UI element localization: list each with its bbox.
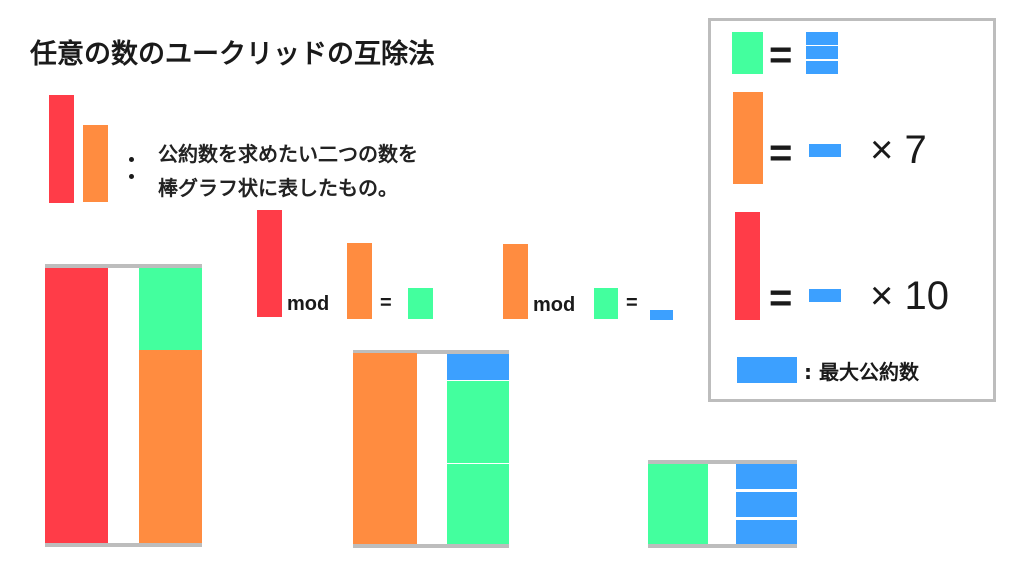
legend-row2-equals: = xyxy=(769,131,793,175)
frame-bottom-line xyxy=(45,543,202,547)
step2-orange-bar xyxy=(503,244,528,319)
legend-gcd-label: : 最大公約数 xyxy=(804,360,919,384)
step1-orange-bar xyxy=(347,243,372,319)
red-column xyxy=(45,268,108,544)
step2-equals: = xyxy=(626,292,638,314)
diagram-3 xyxy=(648,460,797,548)
legend-blue-unit-2 xyxy=(806,46,838,59)
legend-row3-equals: = xyxy=(769,276,793,320)
blue-remainder-block xyxy=(447,354,509,380)
diagram-1 xyxy=(45,264,202,547)
step2-green-bar xyxy=(594,288,618,319)
orange-column xyxy=(353,353,417,545)
step1-green-bar xyxy=(408,288,433,319)
green-block-1 xyxy=(447,381,509,463)
legend-gcd-swatch xyxy=(737,357,797,383)
frame-top-line xyxy=(353,350,509,354)
legend-row3-multiplier: × 10 xyxy=(870,274,949,318)
page-title: 任意の数のユークリッドの互除法 xyxy=(30,39,435,70)
step1-red-bar xyxy=(257,210,282,317)
legend-red-bar xyxy=(735,212,760,320)
bullet-dot xyxy=(129,157,134,162)
description-line-2: 棒グラフ状に表したもの。 xyxy=(158,176,398,200)
bullet-dot xyxy=(129,174,134,179)
legend-blue-unit-1 xyxy=(806,32,838,45)
step2-blue-bar xyxy=(650,310,673,320)
step1-mod-operator: mod xyxy=(287,293,330,315)
green-block-2 xyxy=(447,464,509,546)
intro-orange-bar xyxy=(83,125,108,202)
description-line-1: 公約数を求めたい二つの数を xyxy=(158,142,418,166)
legend-blue-unit xyxy=(809,144,841,157)
legend-row2-multiplier: × 7 xyxy=(870,128,927,172)
step1-equals: = xyxy=(380,292,392,314)
frame-top-line xyxy=(45,264,202,268)
diagram-2 xyxy=(353,350,509,548)
intro-red-bar xyxy=(49,95,74,203)
green-remainder-block xyxy=(139,268,202,350)
legend-green-bar xyxy=(732,32,763,74)
frame-bottom-line xyxy=(648,544,797,548)
legend-blue-unit-3 xyxy=(806,61,838,74)
legend-panel xyxy=(708,18,996,402)
legend-row1-equals: = xyxy=(769,33,793,77)
blue-block-3 xyxy=(736,520,797,545)
blue-block-1 xyxy=(736,464,797,489)
orange-block xyxy=(139,350,202,544)
green-column xyxy=(648,464,708,545)
blue-block-2 xyxy=(736,492,797,517)
frame-bottom-line xyxy=(353,544,509,548)
frame-top-line xyxy=(648,460,797,464)
legend-blue-unit xyxy=(809,289,841,302)
step2-mod-operator: mod xyxy=(533,294,576,316)
legend-orange-bar xyxy=(733,92,763,184)
